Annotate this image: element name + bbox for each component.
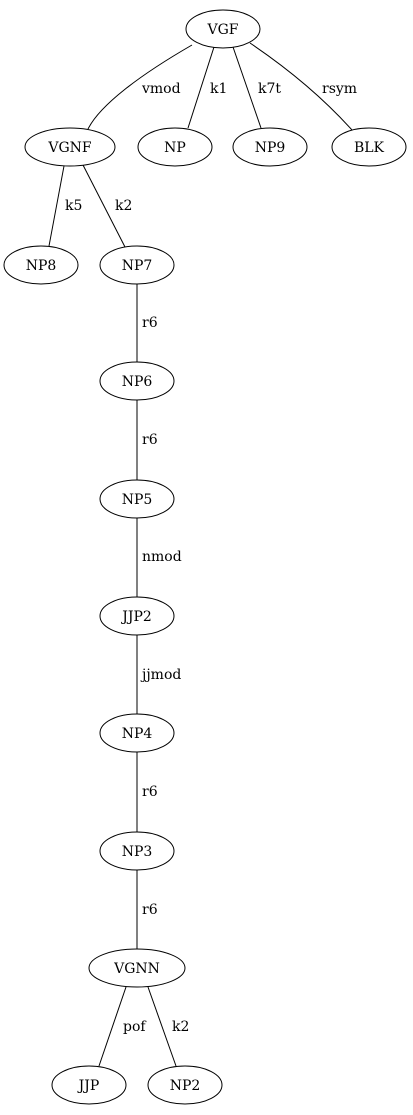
node-ellipse	[99, 713, 175, 753]
node-np3: NP3	[99, 831, 175, 871]
edge-label: k1	[210, 81, 227, 97]
node-ellipse	[331, 127, 407, 167]
node-label: NP5	[122, 492, 153, 508]
edge-label: pof	[123, 1019, 147, 1035]
edge-line	[48, 165, 65, 247]
nodes-layer: VGF VGNF NP NP9 BLK NP8 NP7NP6NP5JJP2NP4NP3VGN…	[3, 9, 407, 1105]
edge-np4-np3: r6	[136, 752, 158, 832]
node-ellipse	[99, 361, 175, 401]
edge-label: nmod	[142, 549, 182, 565]
edge-np6-np5: r6	[136, 400, 158, 480]
edge-vgnn-np2: k2	[147, 986, 189, 1067]
edge-label: r6	[142, 902, 158, 918]
edge-label: r6	[142, 315, 158, 331]
edge-label: r6	[142, 432, 158, 448]
node-vgnn: VGNN	[88, 948, 186, 988]
edge-vgnf-np7: k2	[82, 164, 132, 248]
node-vgnf: VGNF	[24, 127, 116, 167]
node-vgf: VGF	[185, 9, 261, 49]
node-ellipse	[99, 479, 175, 519]
node-ellipse	[99, 596, 175, 636]
node-label: JJP	[77, 1078, 100, 1094]
node-label: VGNN	[113, 961, 160, 977]
node-ellipse	[24, 127, 116, 167]
edge-np3-vgnn: r6	[136, 870, 158, 949]
node-label: BLK	[354, 140, 385, 156]
node-ellipse	[99, 245, 175, 285]
node-ellipse	[88, 948, 186, 988]
node-ellipse	[232, 127, 308, 167]
edge-label: jjmod	[140, 667, 181, 683]
node-ellipse	[99, 831, 175, 871]
node-label: NP	[164, 140, 186, 156]
edge-line	[249, 42, 353, 131]
node-ellipse	[51, 1065, 127, 1105]
node-np9: NP9	[232, 127, 308, 167]
edge-line	[232, 46, 262, 129]
node-np4: NP4	[99, 713, 175, 753]
edge-vgnn-jjp: pof	[98, 986, 147, 1067]
edge-line	[147, 986, 177, 1067]
node-label: NP3	[122, 844, 153, 860]
node-jjp2: JJP2	[99, 596, 175, 636]
edge-line	[82, 164, 126, 248]
node-label: JJP2	[120, 609, 152, 625]
edge-label: r6	[142, 784, 158, 800]
node-np7: NP7	[99, 245, 175, 285]
node-ellipse	[185, 9, 261, 49]
edge-label: rsym	[322, 81, 357, 97]
node-np6: NP6	[99, 361, 175, 401]
node-np: NP	[137, 127, 213, 167]
node-np5: NP5	[99, 479, 175, 519]
node-label: NP2	[170, 1078, 201, 1094]
node-label: NP6	[122, 374, 153, 390]
edge-jjp2-np4: jjmod	[136, 635, 181, 714]
node-label: NP4	[122, 726, 153, 742]
edge-vgf-blk: rsym	[249, 42, 357, 131]
edge-label: vmod	[141, 81, 181, 97]
edge-vgf-np9: k7t	[232, 46, 281, 129]
edge-label: k2	[115, 198, 132, 214]
node-jjp: JJP	[51, 1065, 127, 1105]
node-np2: NP2	[147, 1065, 223, 1105]
edge-label: k2	[172, 1019, 189, 1035]
node-ellipse	[137, 127, 213, 167]
edge-np7-np6: r6	[136, 284, 158, 362]
node-label: NP8	[26, 258, 57, 274]
edge-line	[187, 46, 215, 129]
node-label: VGF	[206, 22, 238, 38]
edge-vgnf-np8: k5	[48, 165, 82, 247]
edge-vgf-vgnf: vmod	[87, 44, 193, 130]
edge-np5-jjp2: nmod	[136, 518, 182, 597]
node-blk: BLK	[331, 127, 407, 167]
node-label: VGNF	[47, 140, 92, 156]
edge-line	[98, 986, 127, 1067]
edges-layer: vmod k1 k7t rsym k5 k2 r6 r6 nmod jjmod r6 r6 pof k2	[48, 42, 357, 1067]
edge-label: k5	[65, 198, 82, 214]
node-ellipse	[147, 1065, 223, 1105]
edge-vgf-np: k1	[187, 46, 227, 129]
node-np8: NP8	[3, 245, 79, 285]
edge-line	[87, 44, 193, 130]
node-label: NP7	[122, 258, 153, 274]
edge-label: k7t	[258, 81, 281, 97]
node-ellipse	[3, 245, 79, 285]
node-label: NP9	[255, 140, 286, 156]
